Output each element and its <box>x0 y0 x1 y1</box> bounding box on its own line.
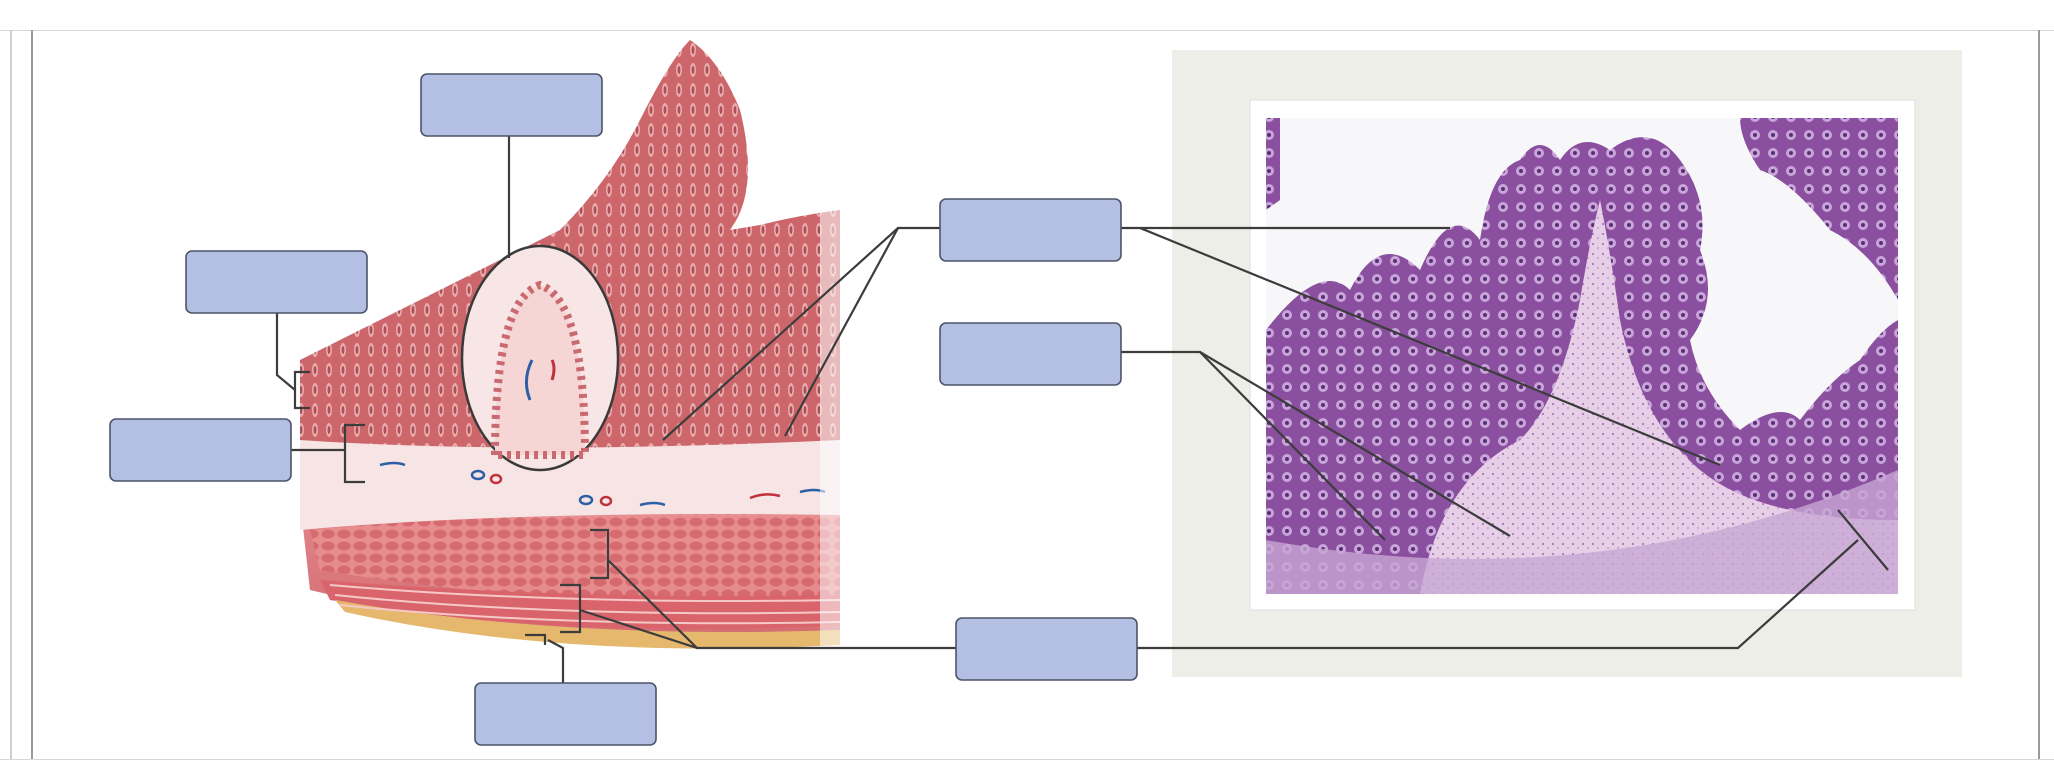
villus-vein <box>525 359 534 401</box>
bottom-divider <box>0 759 2054 760</box>
left-border-outer <box>10 30 12 760</box>
mucosa-shade <box>300 40 840 448</box>
label-drop-zone-top-left[interactable] <box>420 73 603 137</box>
submucosa-core <box>1420 200 1898 594</box>
label-drop-zone-left-upper[interactable] <box>185 250 368 314</box>
right-fade <box>820 200 860 660</box>
left-edge-folds <box>1266 118 1280 210</box>
submucosa-layer <box>300 430 840 530</box>
label-drop-zone-center-bottom[interactable] <box>955 617 1138 681</box>
label-drop-zone-left-lower[interactable] <box>109 418 292 482</box>
histology-micrograph <box>1172 50 1962 677</box>
top-divider <box>0 30 2054 31</box>
mucosa-villi <box>300 40 840 448</box>
label-drop-zone-center-upper[interactable] <box>939 198 1122 262</box>
label-drop-zone-bottom-left[interactable] <box>474 682 657 746</box>
circular-muscle <box>310 514 840 602</box>
villus-artery <box>550 359 556 381</box>
left-border-inner <box>31 30 33 760</box>
muscle-fibers <box>329 584 841 625</box>
serosa-layer <box>335 600 840 649</box>
muscularis-band <box>1266 470 1898 594</box>
leader-lines <box>275 135 1889 683</box>
villus-core <box>490 280 590 459</box>
right-border <box>2038 30 2040 760</box>
upper-right-folds <box>1740 118 1898 300</box>
label-drop-zone-center-middle[interactable] <box>939 322 1122 386</box>
